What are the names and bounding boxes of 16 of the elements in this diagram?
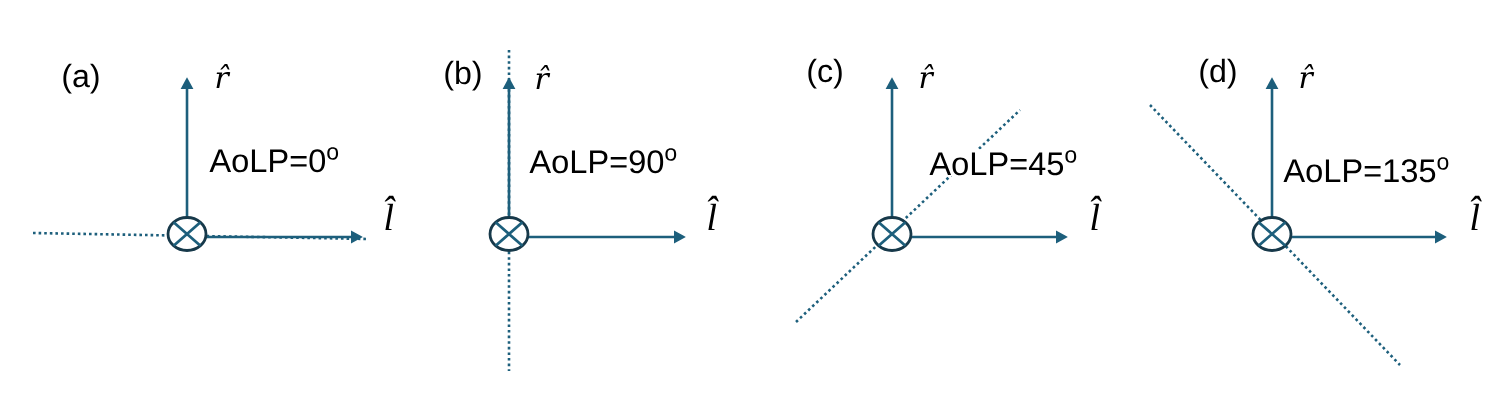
- axis-label: l̂: [705, 194, 719, 231]
- axis-label: r̂: [1297, 63, 1315, 89]
- panel-label: (b): [442, 59, 484, 92]
- panel-label: (d): [1197, 57, 1239, 90]
- axis-label: r̂: [533, 64, 551, 90]
- angle-label: AoLP=45$^{o}$: [928, 149, 1080, 177]
- axis-label: l̂: [1468, 194, 1482, 231]
- axis-label: r̂: [213, 63, 231, 89]
- angle-label: AoLP=0$^{o}$: [208, 146, 341, 174]
- axis-label: l̂: [382, 194, 396, 231]
- panel-label: (a): [60, 62, 102, 95]
- angle-label: AoLP=135$^{o}$: [1282, 156, 1452, 184]
- axis-label: l̂: [1088, 194, 1102, 231]
- axis-label: r̂: [917, 63, 935, 89]
- angle-label: AoLP=90$^{o}$: [528, 147, 680, 175]
- panel-label: (c): [805, 57, 845, 90]
